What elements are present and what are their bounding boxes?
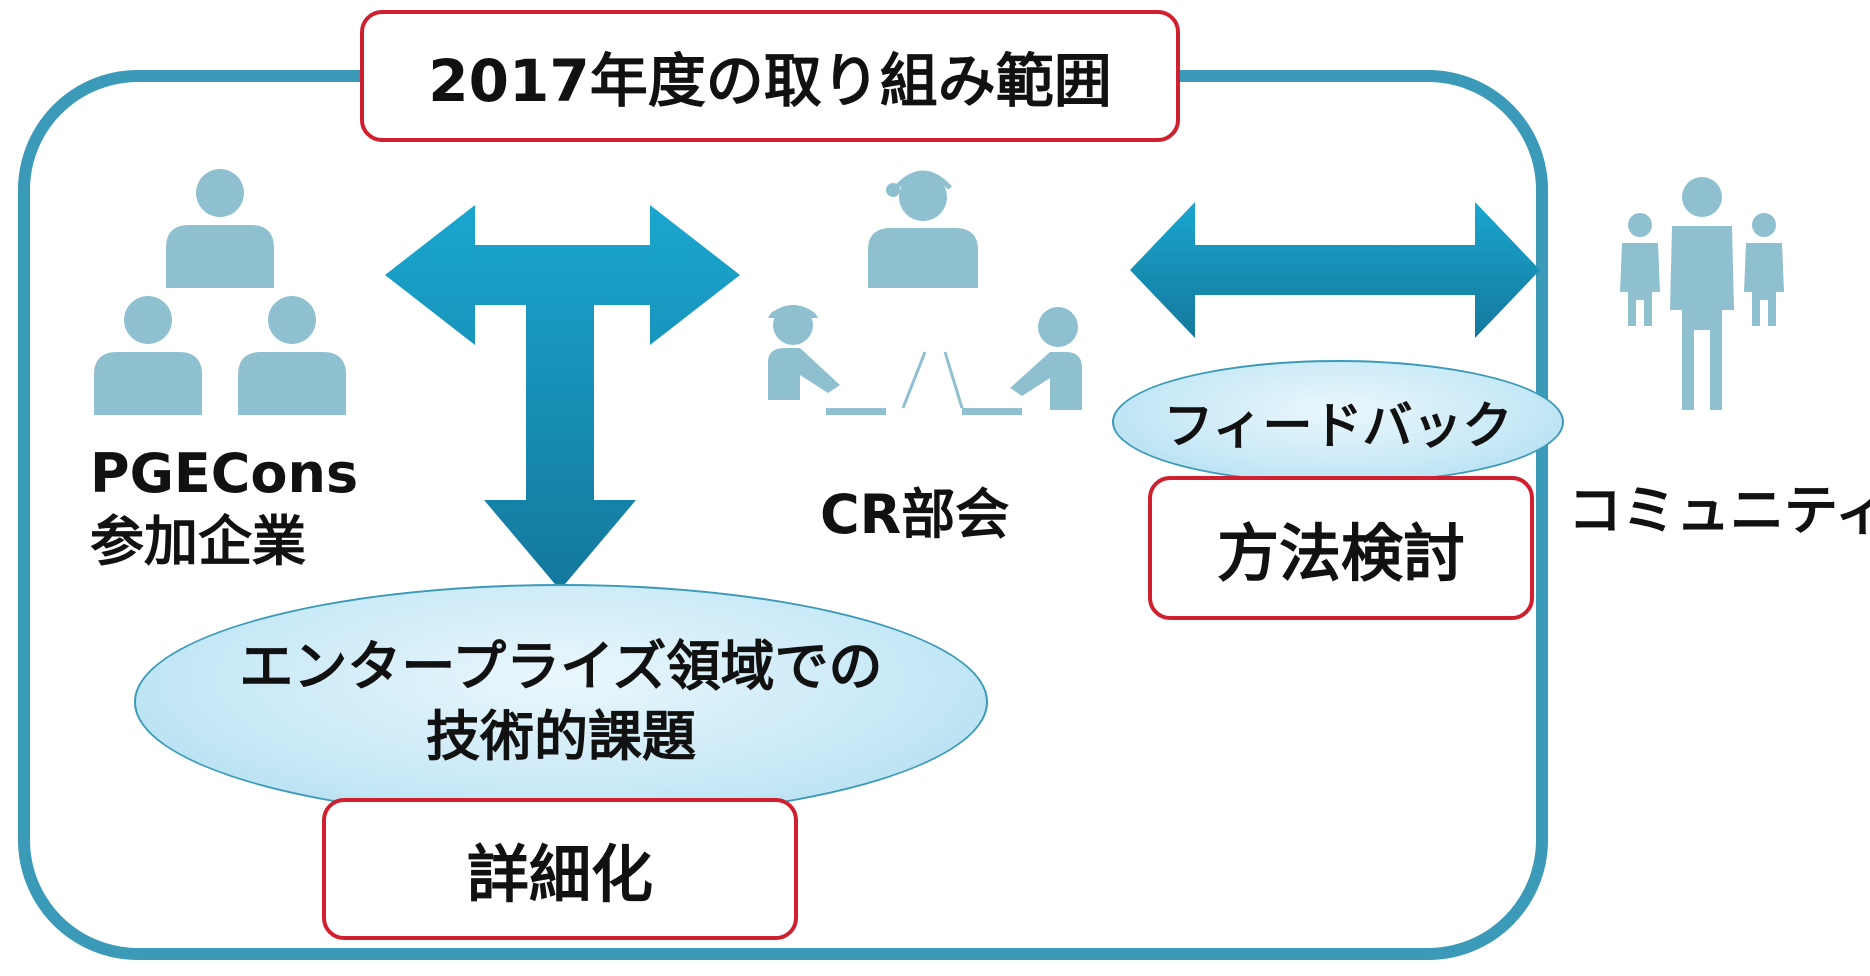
feedback-ellipse: フィードバック bbox=[1112, 360, 1564, 484]
tech-issue-line1: エンタープライズ領域での bbox=[239, 634, 883, 698]
pgecons-label-line1: PGECons bbox=[90, 442, 359, 505]
community-label: コミュニティ bbox=[1568, 479, 1870, 542]
pgecons-label: PGECons 参加企業 bbox=[90, 440, 358, 575]
double-headed-arrow-icon bbox=[1130, 202, 1540, 338]
detail-box: 詳細化 bbox=[322, 798, 798, 940]
three-way-arrow-icon bbox=[385, 205, 740, 590]
method-review-box: 方法検討 bbox=[1148, 476, 1534, 620]
page-title: 2017年度の取り組み範囲 bbox=[360, 10, 1180, 142]
technical-issues-ellipse: エンタープライズ領域での 技術的課題 bbox=[134, 584, 988, 820]
cr-label: CR部会 bbox=[820, 483, 1010, 546]
community-people-icon bbox=[1620, 177, 1784, 410]
pgecons-label-line2: 参加企業 bbox=[90, 509, 306, 573]
meeting-with-facilitator-icon bbox=[768, 170, 1082, 415]
people-group-icon bbox=[94, 169, 346, 415]
tech-issue-line2: 技術的課題 bbox=[425, 705, 696, 768]
feedback-label: フィードバック bbox=[1163, 397, 1513, 455]
